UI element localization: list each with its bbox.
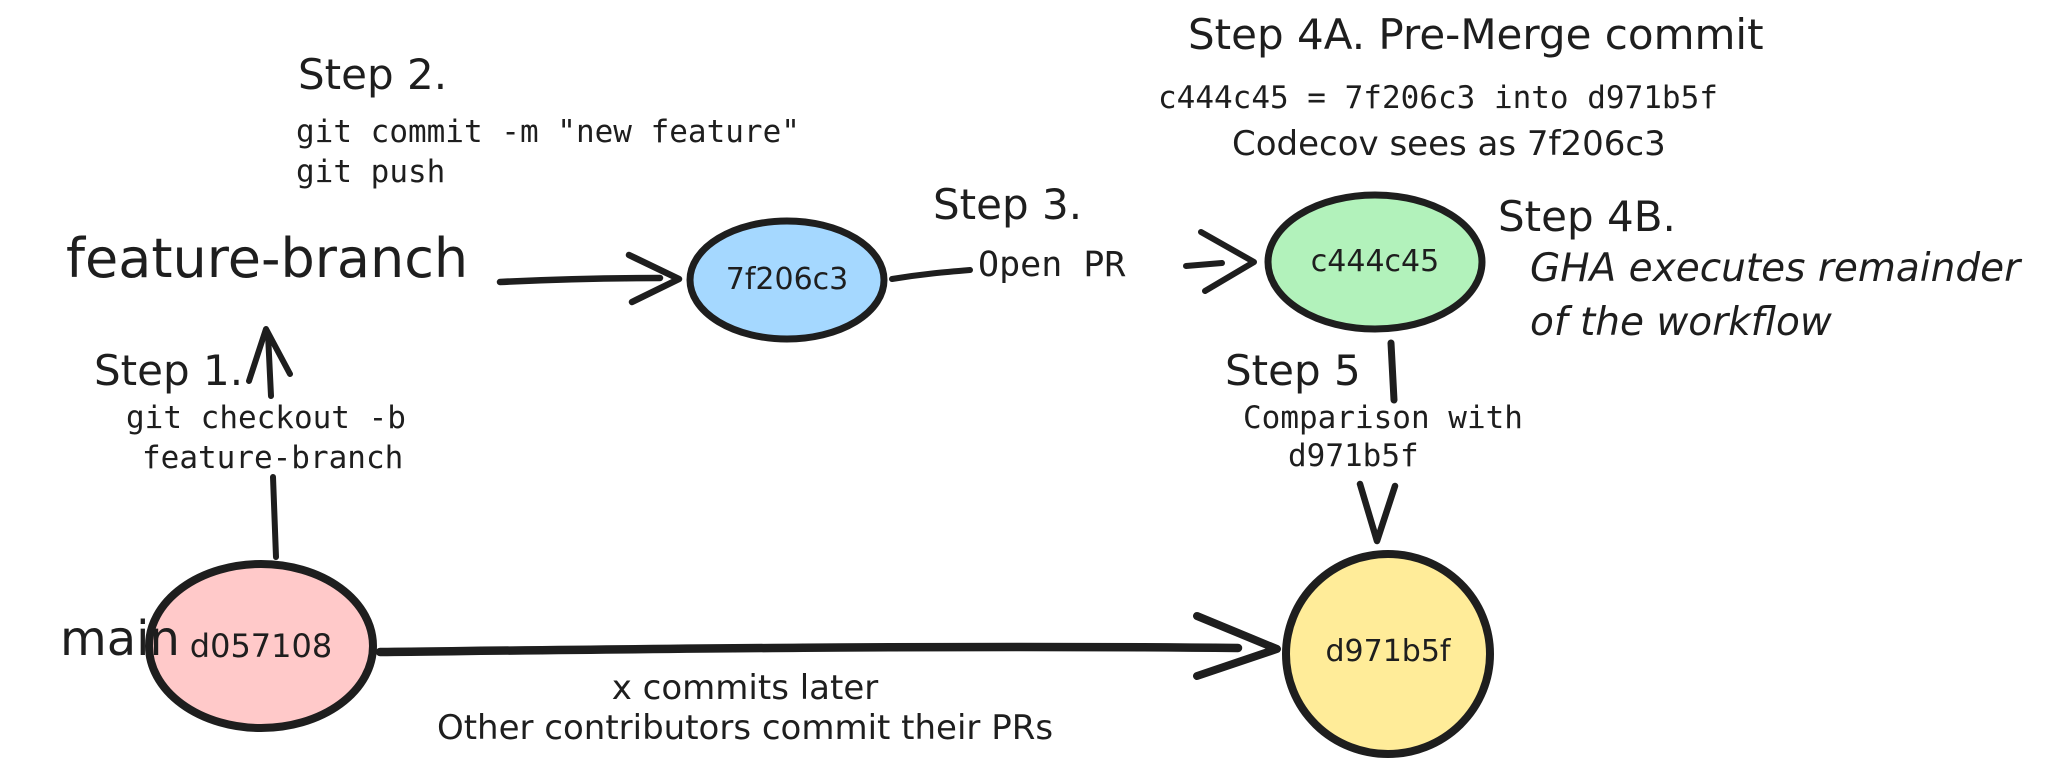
step4b-gha-line2: of the workflow [1530,300,1832,345]
premerge-commit-node-label: c444c45 [1310,244,1440,279]
main-arrow-contributors-note: Other contributors commit their PRs [436,708,1054,748]
arrow-checkout-feature-branch [246,326,293,560]
step3-title: Step 3. [933,180,1083,229]
step4b-title: Step 4B. [1498,192,1676,241]
main-head-commit-node-shape [1282,550,1494,758]
step5-comparison-line: Comparison with [1243,400,1523,436]
feature-commit-node-shape [686,217,888,343]
step4a-title: Step 4A. Pre-Merge commit [1188,10,1764,59]
step4a-merge-detail: c444c45 = 7f206c3 into d971b5f [1158,80,1718,116]
arrow-comparison [1356,339,1399,545]
arrow-open-pr [889,229,1257,294]
step3-open-pr-label: Open PR [978,245,1126,285]
arrow-feature-branch-to-feature-commit [496,251,683,306]
main-branch-label: main [60,611,180,667]
arrow-main-to-head-commit [375,612,1281,680]
premerge-commit-node-shape [1264,191,1486,333]
main-head-commit-node-label: d971b5f [1325,634,1451,669]
feature-commit-node-label: 7f206c3 [725,262,849,297]
step1-command-branch-name: feature-branch [142,440,404,476]
step2-title: Step 2. [298,50,448,99]
step2-command-push: git push [296,154,446,190]
main-base-commit-node-label: d057108 [189,627,333,665]
step1-command-checkout: git checkout -b [126,400,406,436]
feature-branch-label: feature-branch [66,227,469,290]
main-base-commit-node-shape [145,560,377,732]
step1-title: Step 1. [94,346,244,395]
step5-comparison-target: d971b5f [1288,438,1419,474]
step4a-codecov-note: Codecov sees as 7f206c3 [1232,124,1666,164]
step5-title: Step 5 [1225,346,1361,395]
step4b-gha-line1: GHA executes remainder [1530,246,2021,291]
main-arrow-commits-later: x commits later [611,668,879,708]
step2-command-commit: git commit -m "new feature" [296,114,800,150]
main-arrow-annotation: x commits later Other contributors commi… [395,668,1095,748]
